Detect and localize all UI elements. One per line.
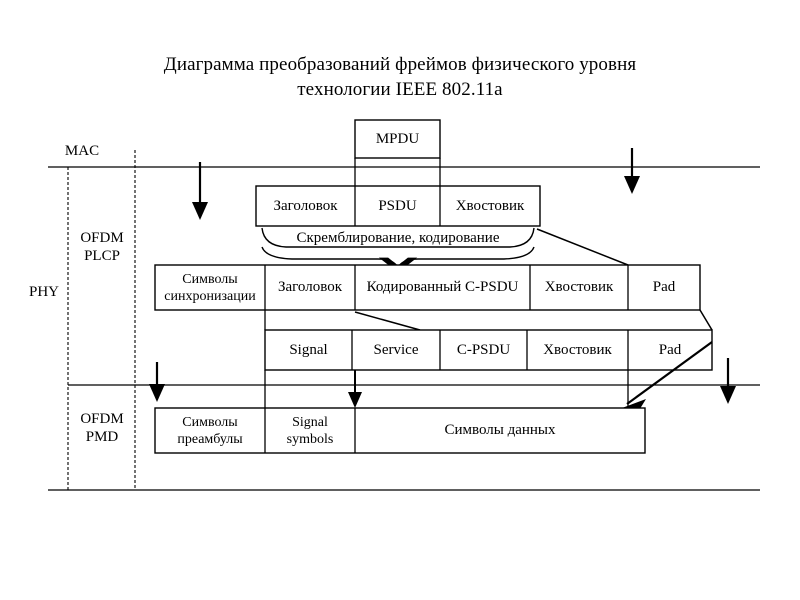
cell-signal-symbols: Signal symbols [286, 414, 334, 447]
cell-signal-pad: Pad [658, 341, 682, 358]
coded-to-signal-right-diagonal [699, 309, 713, 331]
page-title: Диаграмма преобразований фреймов физичес… [0, 52, 800, 102]
title-line-1: Диаграмма преобразований фреймов физичес… [163, 54, 637, 75]
layer-label-phy: PHY [28, 284, 59, 300]
cell-data-symbols: Символы данных [444, 422, 556, 438]
cell-psdu-header: Заголовок [273, 197, 338, 214]
cell-c-psdu: C-PSDU [456, 341, 511, 358]
scrambling-bracket-bottom [261, 246, 535, 267]
sublayer-label-ofdm-plcp: OFDM PLCP [80, 230, 124, 264]
flow-arrow-mac-right [624, 148, 640, 194]
flow-arrow-mac-left [192, 162, 208, 220]
title-line-2: технологии IEEE 802.11a [297, 79, 503, 100]
cell-preamble-symbols: Символы преамбулы [177, 414, 243, 447]
cell-coded-tail: Хвостовик [544, 279, 614, 295]
cell-service: Service [373, 341, 419, 358]
flow-arrow-pmd-center [348, 370, 362, 408]
bracket-to-pad-diagonal [536, 228, 629, 266]
cell-mpdu: MPDU [375, 130, 420, 147]
cell-psdu-tail: Хвостовик [455, 197, 525, 214]
coded-to-signal-left-diagonal [354, 311, 421, 331]
flow-arrow-pmd-left [149, 362, 165, 402]
cell-psdu-payload: PSDU [378, 197, 417, 214]
cell-sync-symbols: Символы синхронизации [164, 271, 256, 304]
flow-arrow-pmd-right [720, 358, 736, 404]
cell-signal-tail: Хвостовик [543, 341, 612, 358]
annotation-scrambling: Скремблирование, кодирование [296, 230, 500, 246]
sublayer-label-ofdm-pmd: OFDM PMD [80, 411, 124, 445]
cell-coded-c-psdu: Кодированный C-PSDU [366, 279, 519, 295]
cell-coded-pad: Pad [652, 279, 676, 295]
layer-label-mac: MAC [64, 143, 100, 159]
cell-coded-header: Заголовок [277, 279, 342, 295]
cell-signal: Signal [289, 341, 328, 358]
